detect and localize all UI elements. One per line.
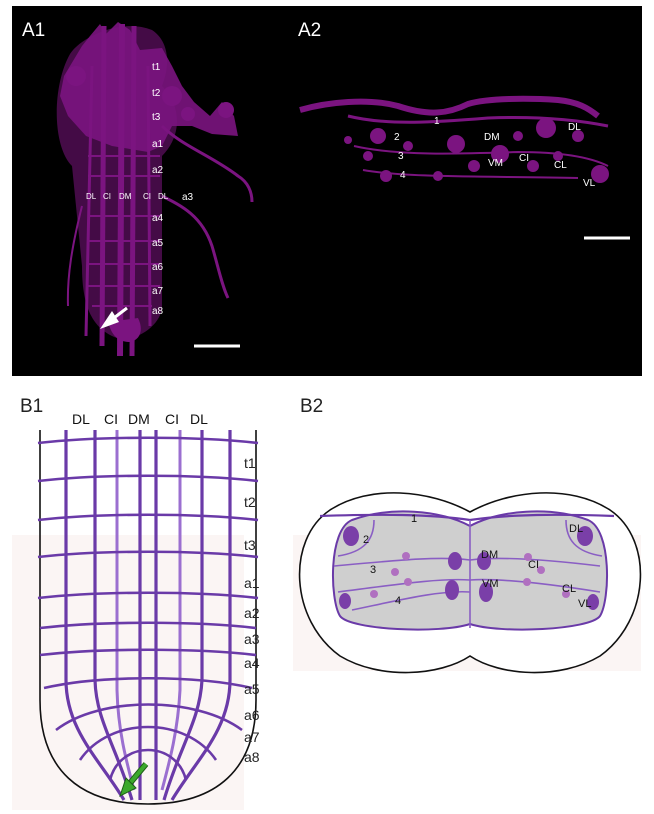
b2-root-label: 1	[411, 513, 417, 525]
b2-tract-label: DL	[569, 523, 583, 535]
b2-tract-label: CI	[528, 559, 539, 571]
b2-tract-label: VL	[578, 598, 591, 610]
b2-tract-label: VM	[482, 578, 499, 590]
b2-root-label: 3	[370, 564, 376, 576]
b2-tract-label: DM	[481, 549, 498, 561]
b2-root-label: 2	[363, 534, 369, 546]
b2-root-label: 4	[395, 595, 401, 607]
b2-tract-label: CL	[562, 583, 576, 595]
